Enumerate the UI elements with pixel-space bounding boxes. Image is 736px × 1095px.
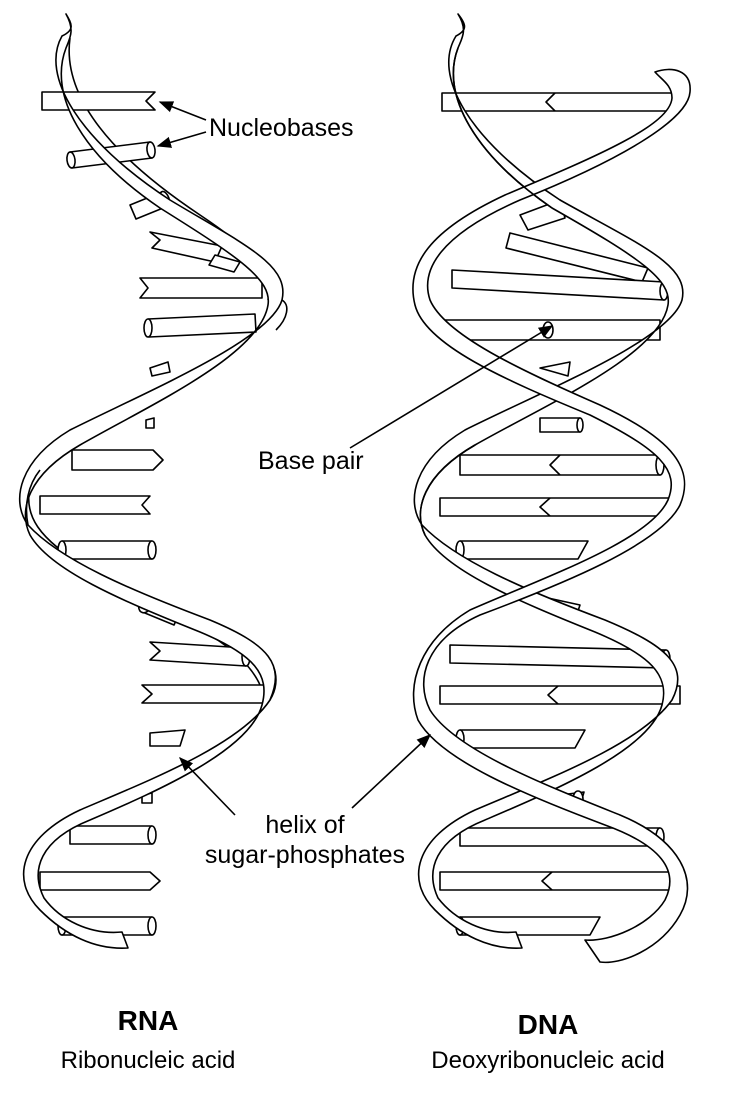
base-pair-label: Base pair (258, 447, 364, 475)
dna-base-pair-notch (539, 497, 551, 517)
rna-nucleobase-end (147, 540, 157, 560)
rna-nucleobase (149, 361, 171, 377)
rna-nucleobase-end (146, 141, 156, 159)
base-pair-arrow (349, 325, 554, 449)
dna-base-pair (441, 92, 681, 112)
rna-nucleobase (61, 540, 153, 560)
dna-base-pair-end (576, 417, 584, 433)
dna-base-pair (459, 540, 589, 560)
rna-nucleobase (149, 729, 186, 747)
rna-nucleobase-end (147, 825, 157, 845)
dna-backbone-front-segment (452, 47, 553, 209)
dna-base-pair (439, 685, 681, 705)
dna-base-pair-notch (547, 685, 559, 705)
rna-nucleobase-end (147, 916, 157, 936)
rna-nucleobase (39, 871, 161, 891)
dna-base-pair (539, 361, 571, 377)
dna-backbone-strand-a (413, 13, 684, 949)
dna-base-pair-notch (549, 454, 561, 476)
rna-backbone-ribbon (18, 13, 284, 949)
rna-nucleobase (208, 254, 241, 273)
rna-nucleobase (39, 495, 151, 515)
dna-base-pairs (439, 92, 681, 936)
dna-base-pair (459, 454, 661, 476)
rna-nucleobase (69, 825, 153, 845)
rna-nucleobase (71, 449, 164, 471)
helix-label-line2: sugar-phosphates (204, 841, 406, 869)
rna-nucleobase-end (143, 318, 153, 338)
annotation-arrows (156, 101, 554, 816)
rna-nucleobase (145, 417, 155, 429)
rna-nucleobase (139, 277, 263, 299)
helix-label-line1: helix of (265, 811, 345, 839)
nucleobases-label: Nucleobases (209, 114, 354, 142)
dna-base-pair (439, 871, 673, 891)
rna-nucleobases (39, 91, 266, 936)
dna-subtitle: Deoxyribonucleic acid (431, 1047, 665, 1074)
rna-nucleobase-end (66, 151, 76, 169)
dna-base-pair-notch (545, 92, 556, 112)
dna-base-pair (459, 729, 586, 749)
rna-backbone-edge (275, 299, 288, 331)
rna-structure (18, 13, 288, 949)
helix-arrow-rna (179, 756, 236, 816)
dna-backbone-strand-b (412, 68, 691, 964)
dna-base-pair-notch (541, 871, 553, 891)
dna-title: DNA (517, 1009, 579, 1040)
rna-nucleobase (141, 684, 266, 704)
nucleobases-arrow-2 (156, 131, 207, 148)
rna-title: RNA (117, 1005, 179, 1036)
helix-arrow-dna (351, 734, 432, 809)
rna-backbone-edge (25, 469, 41, 526)
rna-subtitle: Ribonucleic acid (60, 1047, 236, 1074)
rna-nucleobase (147, 313, 257, 338)
rna-nucleobase (149, 231, 223, 263)
rna-nucleobase (41, 91, 156, 111)
dna-base-pair (539, 417, 581, 433)
rna-backbone-edge (269, 667, 277, 701)
dna-base-pair (439, 497, 673, 517)
dna-backbone-front-segment (419, 444, 476, 536)
nucleobases-arrow-1 (158, 101, 207, 121)
dna-structure (412, 13, 691, 964)
